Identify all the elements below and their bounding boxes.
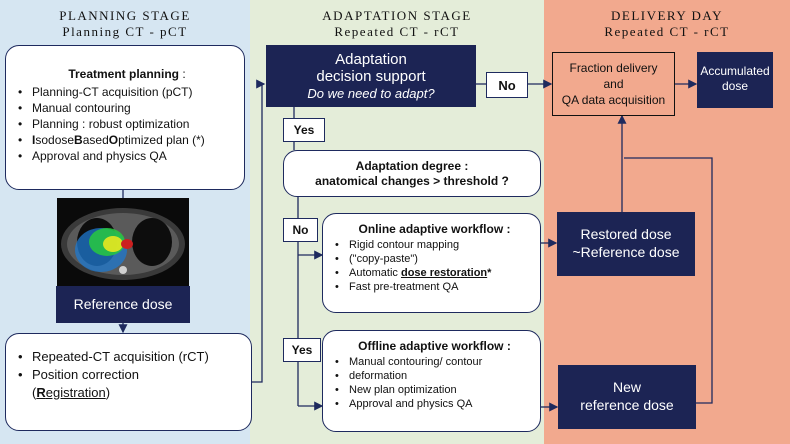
offline-list: Manual contouring/ contour deformation N… [335,355,534,411]
yes-label-top: Yes [283,118,325,142]
list-item: Manual contouring [18,100,236,116]
fraction-line-3: QA data acquisition [561,93,666,107]
new-ref-line-2: reference dose [580,397,674,413]
accumulated-line-2: dose [721,79,749,93]
repeated-ct-list: Repeated-CT acquisition (rCT) Position c… [18,348,243,384]
offline-title: Offline adaptive workflow : [358,339,511,353]
degree-line-1: Adaptation degree : [355,159,469,173]
restored-line-1: Restored dose [580,226,672,242]
list-item: New plan optimization [335,383,534,397]
adaptation-stage-subtitle: Repeated CT - rCT [334,24,460,39]
planning-stage-title: PLANNING STAGE [59,8,191,23]
adaptation-stage-header: ADAPTATION STAGE Repeated CT - rCT [250,8,544,40]
treatment-planning-list: Planning-CT acquisition (pCT) Manual con… [18,84,236,164]
decision-question: Do we need to adapt? [307,86,435,101]
offline-workflow-box: Offline adaptive workflow : Manual conto… [322,330,541,432]
list-item: Manual contouring/ contour [335,355,534,369]
list-item: Repeated-CT acquisition (rCT) [18,348,243,366]
online-list: Rigid contour mapping ("copy-paste") Aut… [335,238,534,294]
repeated-ct-box: Repeated-CT acquisition (rCT) Position c… [5,333,252,431]
decision-title-2: decision support [316,68,426,85]
treatment-planning-title-suffix: : [179,67,186,81]
new-reference-dose-box: New reference dose [558,365,696,429]
adaptation-degree-box: Adaptation degree : anatomical changes >… [283,150,541,197]
delivery-stage-header: DELIVERY DAY Repeated CT - rCT [544,8,790,40]
delivery-stage-title: DELIVERY DAY [610,8,723,23]
fraction-delivery-box: Fraction delivery and QA data acquisitio… [552,52,675,116]
reference-dose-label: Reference dose [73,296,173,312]
adaptation-stage-title: ADAPTATION STAGE [322,8,472,23]
accumulated-dose-box: Accumulated dose [697,52,773,108]
list-item-ibo: IsodoseBasedOptimized plan (*) [18,132,236,148]
list-item: Automatic dose restoration* [335,266,534,280]
list-item: Approval and physics QA [335,397,534,411]
list-item: Fast pre-treatment QA [335,280,534,294]
list-item: Rigid contour mapping [335,238,534,252]
list-item: Approval and physics QA [18,148,236,164]
decision-title-1: Adaptation [335,51,407,68]
fraction-line-2: and [603,77,624,91]
fraction-line-1: Fraction delivery [569,61,658,75]
planning-stage-subtitle: Planning CT - pCT [62,24,188,39]
decision-support-box: Adaptation decision support Do we need t… [266,45,476,107]
ct-scan-image [57,198,189,288]
treatment-planning-box: Treatment planning : Planning-CT acquisi… [5,45,245,190]
new-ref-line-1: New [612,379,641,395]
list-item: Planning-CT acquisition (pCT) [18,84,236,100]
accumulated-line-1: Accumulated [700,64,770,78]
list-item-continuation: ("copy-paste") [335,252,534,266]
planning-stage-header: PLANNING STAGE Planning CT - pCT [0,8,250,40]
treatment-planning-title: Treatment planning [68,67,179,81]
registration-line: (Registration) [32,385,111,400]
reference-dose-box: Reference dose [56,286,190,323]
degree-line-2: anatomical changes > threshold ? [315,174,509,188]
list-item-continuation: deformation [335,369,534,383]
online-workflow-box: Online adaptive workflow : Rigid contour… [322,213,541,313]
no-label-top: No [486,72,528,98]
restored-line-2: ~Reference dose [572,244,680,260]
restored-dose-box: Restored dose ~Reference dose [557,212,695,276]
online-title: Online adaptive workflow : [358,222,511,236]
list-item: Planning : robust optimization [18,116,236,132]
no-label-mid: No [283,218,318,242]
list-item: Position correction [18,366,243,384]
delivery-stage-subtitle: Repeated CT - rCT [604,24,730,39]
yes-label-bottom: Yes [283,338,321,362]
